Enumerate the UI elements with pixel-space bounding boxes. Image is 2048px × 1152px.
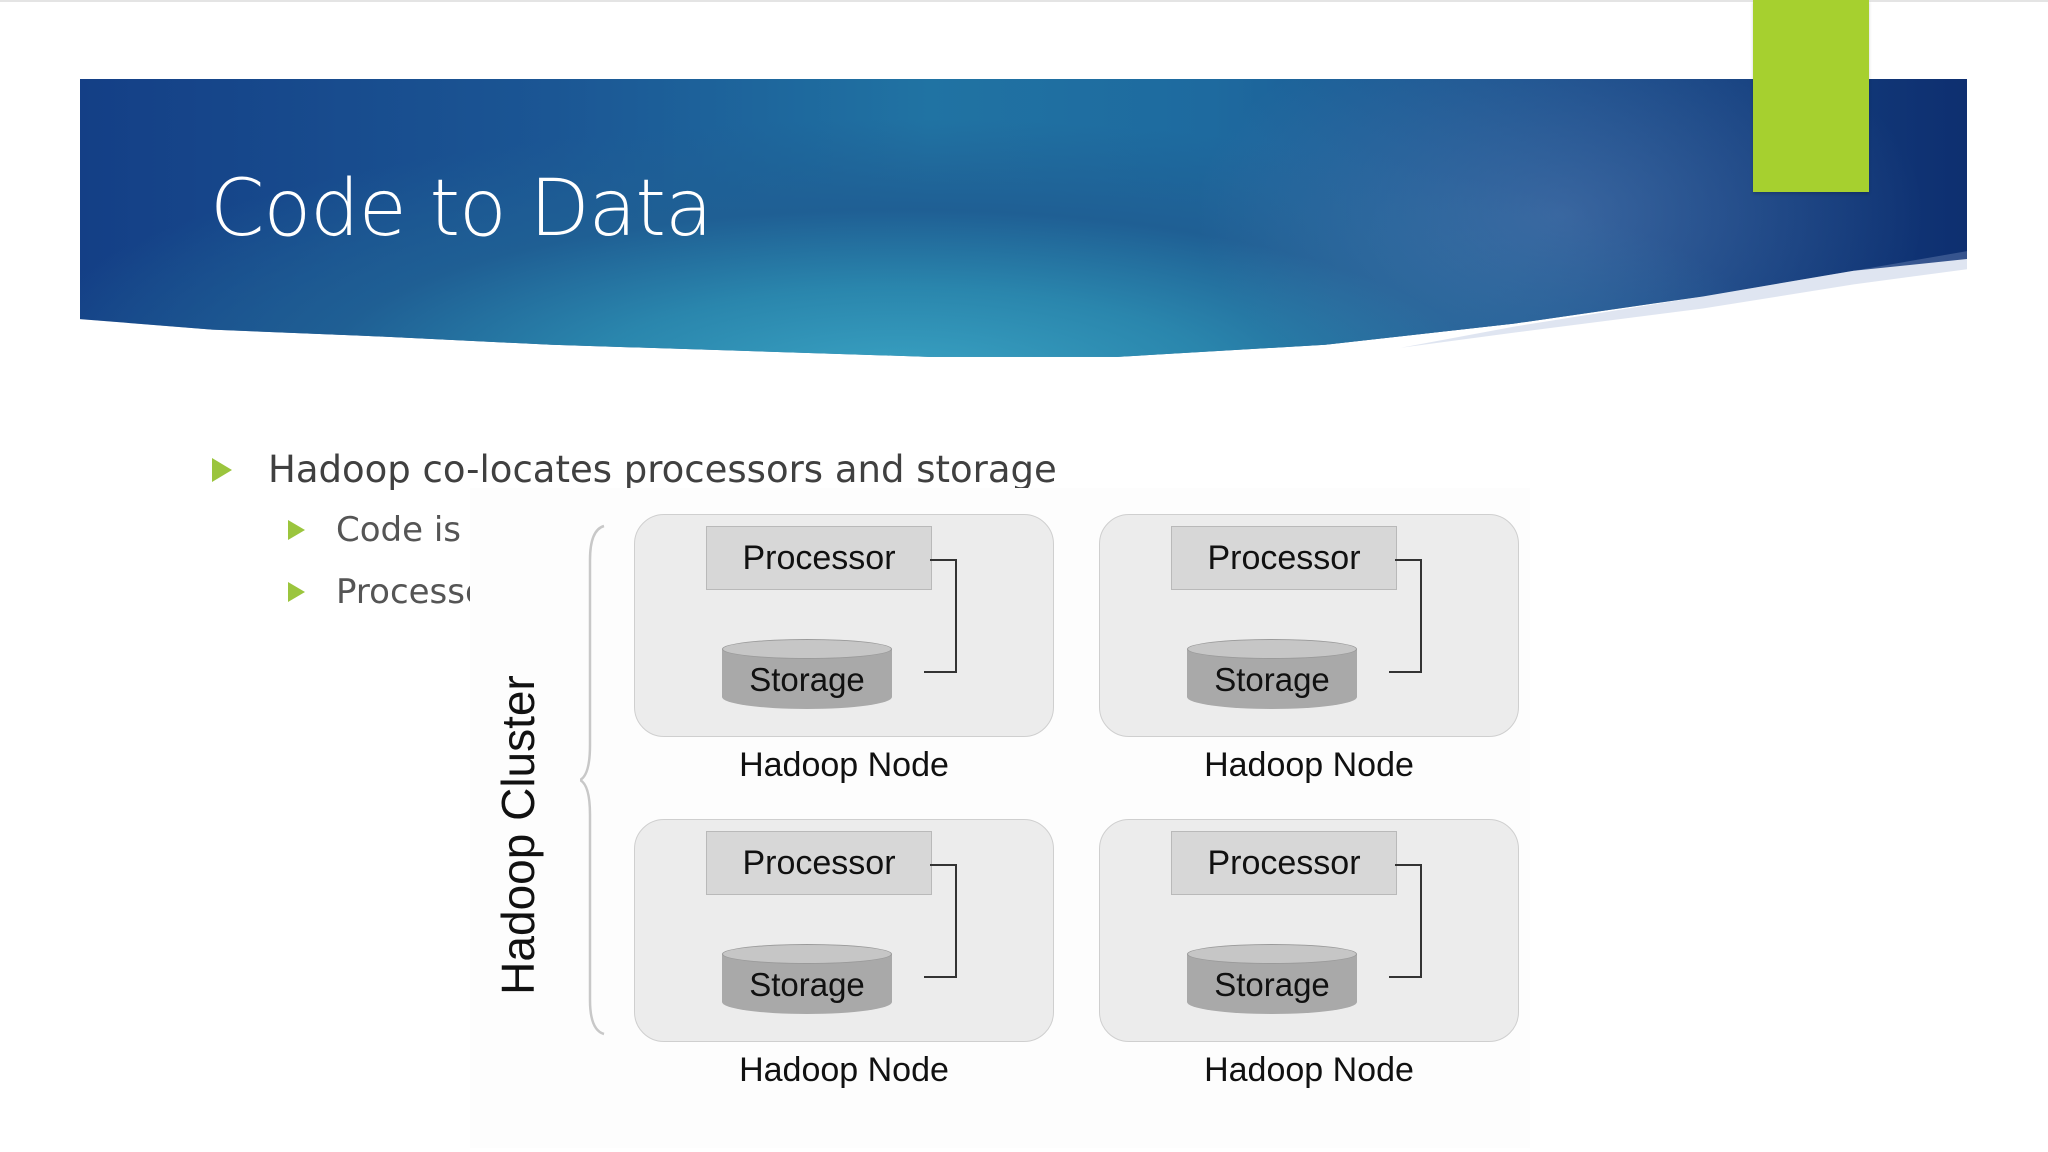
bullet-text: Hadoop co-locates processors and storage bbox=[268, 448, 1057, 491]
slide-top-border bbox=[0, 0, 2048, 2]
bullet-level1: Hadoop co-locates processors and storage bbox=[212, 448, 1057, 491]
bullet-triangle-icon bbox=[288, 520, 305, 540]
storage-cylinder: Storage bbox=[1187, 639, 1357, 719]
connector-arrow-icon bbox=[924, 864, 957, 978]
bullet-triangle-icon bbox=[288, 582, 305, 602]
storage-cylinder: Storage bbox=[722, 639, 892, 719]
node-label: Hadoop Node bbox=[739, 1051, 949, 1089]
cluster-label: Hadoop Cluster bbox=[492, 675, 544, 995]
slide-title: Code to Data bbox=[210, 164, 713, 254]
processor-box: Processor bbox=[1171, 831, 1397, 895]
storage-label: Storage bbox=[1214, 966, 1330, 1003]
storage-label: Storage bbox=[1214, 661, 1330, 698]
cluster-brace bbox=[580, 524, 605, 1036]
hadoop-node: Processor Storage Hadoop Node bbox=[1099, 819, 1519, 1115]
storage-label: Storage bbox=[749, 661, 865, 698]
processor-box: Processor bbox=[1171, 526, 1397, 590]
hadoop-node: Processor Storage Hadoop Node bbox=[634, 514, 1054, 810]
accent-bar bbox=[1753, 0, 1869, 192]
bullet-triangle-icon bbox=[212, 457, 232, 482]
hadoop-node: Processor Storage Hadoop Node bbox=[634, 819, 1054, 1115]
storage-label: Storage bbox=[749, 966, 865, 1003]
connector-arrow-icon bbox=[924, 559, 957, 673]
storage-cylinder: Storage bbox=[1187, 944, 1357, 1024]
node-label: Hadoop Node bbox=[739, 746, 949, 784]
connector-arrow-icon bbox=[1389, 559, 1422, 673]
node-label: Hadoop Node bbox=[1204, 746, 1414, 784]
processor-box: Processor bbox=[706, 526, 932, 590]
processor-box: Processor bbox=[706, 831, 932, 895]
hadoop-node: Processor Storage Hadoop Node bbox=[1099, 514, 1519, 810]
node-label: Hadoop Node bbox=[1204, 1051, 1414, 1089]
connector-arrow-icon bbox=[1389, 864, 1422, 978]
storage-cylinder: Storage bbox=[722, 944, 892, 1024]
